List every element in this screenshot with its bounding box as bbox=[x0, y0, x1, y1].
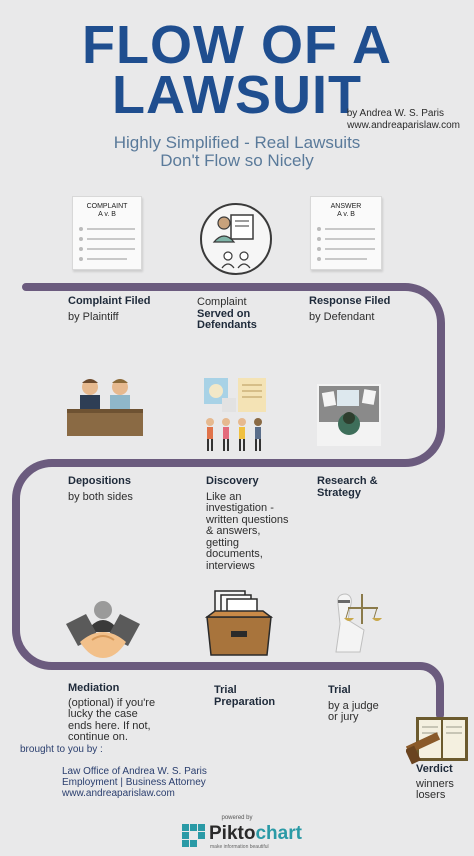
trial-scales-of-justice-icon bbox=[335, 593, 382, 653]
footer-practice: Employment | Business Attorney bbox=[62, 777, 206, 788]
trial-preparation-label: Trial Preparation bbox=[214, 684, 276, 708]
response-filed-title: Response Filed bbox=[309, 295, 391, 307]
mediation-line-3: ends here. If not, bbox=[68, 719, 151, 732]
subtitle-line-2: Don't Flow so Nicely bbox=[160, 151, 314, 170]
complaint-filed-desc: by Plaintiff bbox=[68, 310, 119, 323]
complaint-filed-label: Complaint Filed by Plaintiff bbox=[68, 295, 151, 323]
complaint-doc-title: COMPLAINT bbox=[86, 203, 128, 210]
verdict-title: Verdict bbox=[416, 763, 453, 775]
research-line-1: Research & bbox=[317, 475, 378, 487]
mediation-title: Mediation bbox=[68, 682, 120, 694]
discovery-line-3: written questions bbox=[206, 513, 289, 526]
discovery-documents-icon bbox=[204, 378, 266, 451]
trialprep-line-1: Trial bbox=[214, 684, 237, 696]
powered-by-text: powered by bbox=[221, 815, 253, 821]
research-line-2: Strategy bbox=[317, 486, 362, 499]
served-line-2: Served on bbox=[197, 307, 251, 320]
verdict-line-1: winners bbox=[416, 777, 454, 790]
mediation-label: Mediation (optional) if you're lucky the… bbox=[68, 682, 156, 744]
trial-preparation-box-icon bbox=[205, 590, 273, 656]
discovery-line-2: investigation - bbox=[206, 502, 274, 515]
trial-line-1: by a judge bbox=[328, 699, 379, 712]
served-person-icon bbox=[200, 203, 272, 275]
brought-to-you-by: brought to you by : bbox=[20, 744, 103, 755]
served-line-3: Defendants bbox=[197, 319, 257, 332]
depositions-label: Depositions by both sides bbox=[68, 475, 133, 503]
flow-line bbox=[12, 283, 445, 719]
response-filed-label: Response Filed by Defendant bbox=[309, 295, 391, 323]
answer-doc-title: ANSWER bbox=[330, 203, 362, 210]
mediation-handshake-icon bbox=[66, 601, 140, 658]
piktochart-logo[interactable]: Piktochart make information beautiful bbox=[182, 824, 302, 852]
served-line-1: Complaint bbox=[197, 296, 247, 308]
discovery-line-6: documents, bbox=[206, 548, 263, 561]
verdict-line-2: losers bbox=[416, 789, 446, 802]
discovery-label: Discovery Like an investigation - writte… bbox=[206, 475, 289, 572]
complaint-filed-title: Complaint Filed bbox=[68, 295, 151, 307]
mediation-line-1: (optional) if you're bbox=[68, 696, 156, 709]
title-line-1: FLOW OF A bbox=[82, 15, 392, 75]
discovery-line-7: interviews bbox=[206, 559, 255, 572]
depositions-desc: by both sides bbox=[68, 490, 133, 503]
verdict-label: Verdict winners losers bbox=[416, 763, 454, 802]
verdict-gavel-book-icon bbox=[406, 717, 468, 765]
complaint-doc-caption: A v. B bbox=[98, 211, 116, 218]
piktochart-wordmark-pikto: Pikto bbox=[209, 823, 256, 844]
answer-document-icon: ANSWER A v. B bbox=[310, 196, 382, 270]
subtitle-line-1: Highly Simplified - Real Lawsuits bbox=[113, 133, 361, 152]
mediation-line-4: continue on. bbox=[68, 731, 128, 744]
complaint-document-icon: COMPLAINT A v. B bbox=[72, 196, 142, 270]
piktochart-mark-icon bbox=[182, 824, 205, 847]
mediation-line-2: lucky the case bbox=[68, 708, 138, 721]
byline-author: by Andrea W. S. Paris bbox=[346, 108, 444, 119]
trial-line-2: or jury bbox=[328, 711, 359, 724]
piktochart-tagline: make information beautiful bbox=[210, 844, 269, 850]
discovery-line-4: & answers, bbox=[206, 525, 261, 538]
research-label: Research & Strategy bbox=[317, 475, 378, 499]
discovery-line-5: getting bbox=[206, 536, 240, 549]
served-label: Complaint Served on Defendants bbox=[197, 296, 257, 332]
depositions-people-icon bbox=[67, 379, 143, 436]
byline-url: www.andreaparislaw.com bbox=[347, 120, 460, 131]
trial-title: Trial bbox=[328, 684, 351, 696]
depositions-title: Depositions bbox=[68, 475, 131, 487]
piktochart-wordmark-chart: chart bbox=[255, 823, 302, 844]
discovery-title: Discovery bbox=[206, 475, 259, 487]
piktochart-wordmark: Piktochart bbox=[209, 824, 302, 843]
discovery-line-1: Like an bbox=[206, 490, 242, 503]
trial-label: Trial by a judge or jury bbox=[328, 684, 379, 724]
research-desk-icon bbox=[317, 384, 381, 446]
trialprep-line-2: Preparation bbox=[214, 695, 276, 708]
answer-doc-caption: A v. B bbox=[337, 211, 355, 218]
footer-firm: Law Office of Andrea W. S. Paris bbox=[62, 766, 207, 777]
response-filed-desc: by Defendant bbox=[309, 310, 375, 323]
footer-url[interactable]: www.andreaparislaw.com bbox=[62, 788, 175, 799]
title-line-2: LAWSUIT bbox=[112, 65, 362, 125]
